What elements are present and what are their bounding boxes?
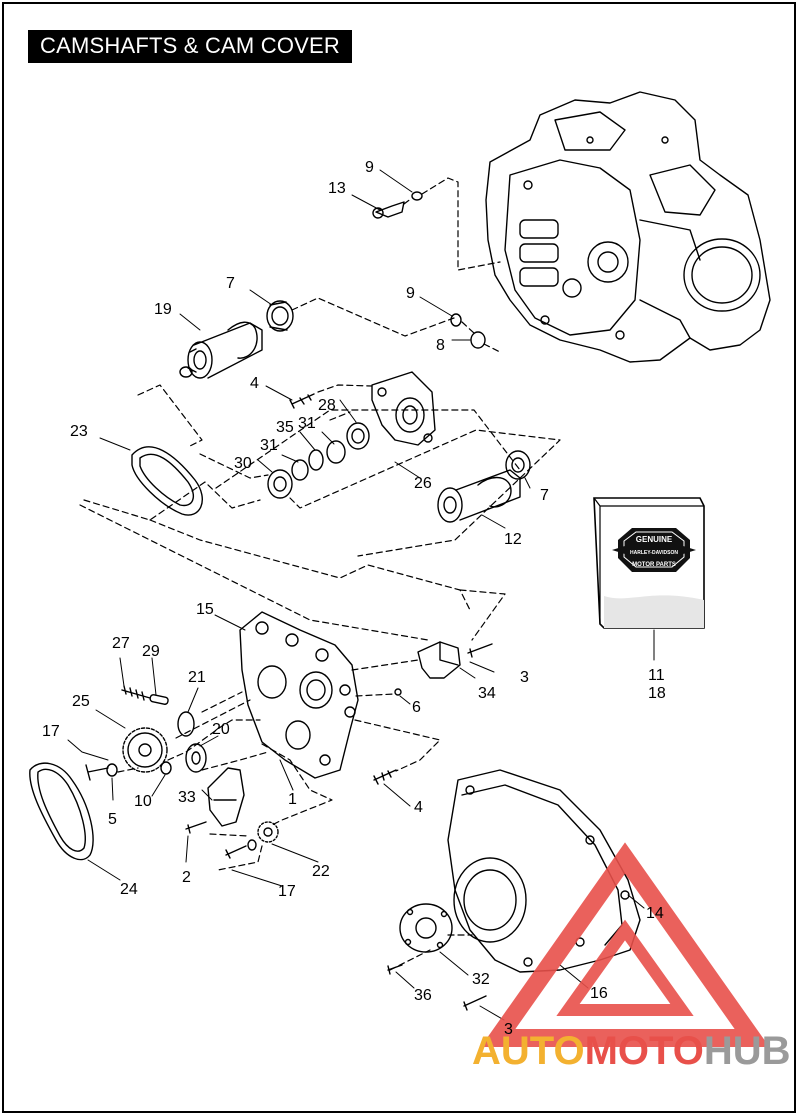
callout-29: 29 xyxy=(142,643,160,660)
callout-17-left: 17 xyxy=(42,723,60,740)
bearing-7-lower xyxy=(505,450,531,480)
crankcase-illustration xyxy=(485,91,771,363)
callout-26: 26 xyxy=(414,475,432,492)
washer-20 xyxy=(185,743,207,773)
callout-19: 19 xyxy=(154,301,172,318)
callout-16: 16 xyxy=(590,985,608,1002)
callout-31-upper: 31 xyxy=(298,415,316,432)
callout-3-lower: 3 xyxy=(504,1021,513,1038)
callout-6: 6 xyxy=(412,699,421,716)
badge-brand: HARLEY-DAVIDSON xyxy=(630,550,678,556)
washer-5 xyxy=(106,763,118,777)
bearing-30 xyxy=(267,469,293,499)
watermark-auto: AUTO xyxy=(472,1029,585,1073)
callout-13: 13 xyxy=(328,180,346,197)
callout-7-lower: 7 xyxy=(540,487,549,504)
retaining-ring-35 xyxy=(308,449,324,471)
callout-20: 20 xyxy=(212,721,230,738)
pin-29 xyxy=(149,694,169,705)
bearing-7-top xyxy=(266,300,294,332)
bolt-4-upper xyxy=(289,393,315,409)
tensioner-33 xyxy=(207,767,245,827)
page-title: CAMSHAFTS & CAM COVER xyxy=(28,30,353,63)
bolt-4-lower xyxy=(373,769,397,785)
chain-23 xyxy=(131,446,203,516)
callout-4-upper: 4 xyxy=(250,375,259,392)
cam-cover-16 xyxy=(447,769,641,973)
callout-28: 28 xyxy=(318,397,336,414)
callout-24: 24 xyxy=(120,881,138,898)
callout-10: 10 xyxy=(134,793,152,810)
o-ring-8 xyxy=(470,331,486,349)
dowel-6 xyxy=(394,688,402,696)
watermark-moto: MOTO xyxy=(585,1029,704,1073)
screw-3-lower xyxy=(463,995,487,1011)
badge-genuine: GENUINE xyxy=(636,535,673,544)
camshaft-19 xyxy=(179,321,263,379)
retainer-10 xyxy=(160,761,172,775)
callout-2: 2 xyxy=(182,869,191,886)
callout-22: 22 xyxy=(312,863,330,880)
sprocket-22 xyxy=(257,821,279,843)
callout-labels: 9 13 7 19 9 8 4 28 31 35 31 30 23 26 7 1… xyxy=(42,159,666,1038)
o-ring-9-top xyxy=(411,191,423,201)
washer-21 xyxy=(177,711,195,737)
washer-17-lower xyxy=(247,839,257,851)
spring-27 xyxy=(121,685,151,701)
callout-14: 14 xyxy=(646,905,664,922)
callout-36: 36 xyxy=(414,987,432,1004)
leader-lines xyxy=(67,169,655,1021)
watermark-hub: HUB xyxy=(704,1029,791,1073)
bolt-17-lower xyxy=(225,845,247,859)
cam-support-plate-15 xyxy=(239,611,359,779)
callout-21: 21 xyxy=(188,669,206,686)
callout-7-top: 7 xyxy=(226,275,235,292)
o-ring-9 xyxy=(450,313,462,327)
camshaft-12 xyxy=(437,469,521,523)
bolt-17-left xyxy=(85,764,109,781)
bolt-2 xyxy=(185,821,207,834)
callout-27: 27 xyxy=(112,635,130,652)
flange-32 xyxy=(399,903,453,953)
callout-1: 1 xyxy=(288,791,297,808)
chain-tensioner-34 xyxy=(417,641,461,679)
callout-5: 5 xyxy=(108,811,117,828)
bearing-28 xyxy=(346,422,370,450)
watermark-triangle xyxy=(480,842,770,1047)
callout-9: 9 xyxy=(406,285,415,302)
spacer-31 xyxy=(326,440,346,464)
genuine-parts-package: GENUINE HARLEY-DAVIDSON MOTOR PARTS xyxy=(593,497,705,629)
callout-11: 11 xyxy=(648,667,665,684)
alignment-lines xyxy=(79,177,561,971)
callout-18: 18 xyxy=(648,685,666,702)
genuine-motor-parts-logo: GENUINE HARLEY-DAVIDSON MOTOR PARTS xyxy=(612,528,696,572)
callout-12: 12 xyxy=(504,531,522,548)
callout-9-top: 9 xyxy=(365,159,374,176)
chain-24 xyxy=(29,762,94,861)
callout-8: 8 xyxy=(436,337,445,354)
callout-23: 23 xyxy=(70,423,88,440)
callout-33: 33 xyxy=(178,789,196,806)
callout-4-lower: 4 xyxy=(414,799,423,816)
callout-31: 31 xyxy=(260,437,278,454)
svg-text:AUTOMOTOHUB: AUTOMOTOHUB xyxy=(472,1029,791,1073)
callout-32: 32 xyxy=(472,971,490,988)
callout-15: 15 xyxy=(196,601,214,618)
bearing-housing-26 xyxy=(371,371,436,446)
callout-17-lower: 17 xyxy=(278,883,296,900)
badge-motor-parts: MOTOR PARTS xyxy=(632,562,676,568)
callout-3-upper: 3 xyxy=(520,669,529,686)
callout-25: 25 xyxy=(72,693,90,710)
plug-13 xyxy=(372,201,405,219)
automotohub-watermark: AUTOMOTOHUB xyxy=(472,842,791,1073)
bolt-3-upper xyxy=(467,643,493,658)
callout-34: 34 xyxy=(478,685,496,702)
callout-35: 35 xyxy=(276,419,294,436)
sprocket-25 xyxy=(122,727,168,773)
callout-30: 30 xyxy=(234,455,252,472)
washer-31 xyxy=(291,459,309,481)
